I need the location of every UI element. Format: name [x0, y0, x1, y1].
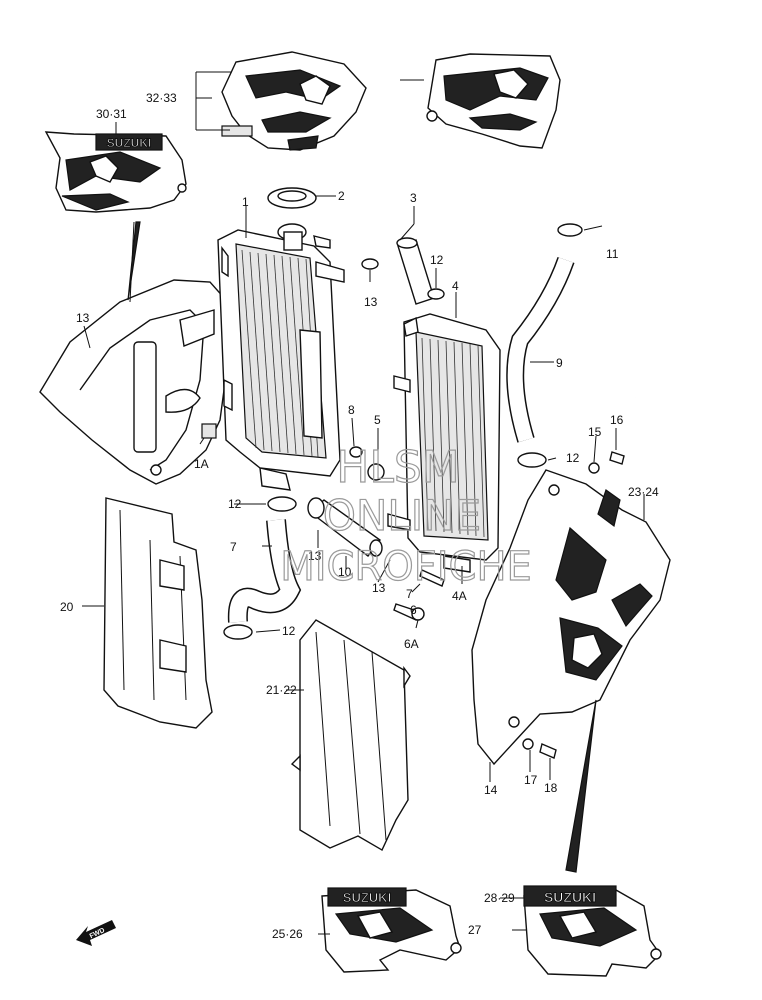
shroud-decal-28-29: SUZUKI — [44, 131, 187, 213]
dash-pointer-decal — [127, 221, 141, 301]
callout-6a: 6A — [404, 637, 419, 651]
callout-1a: 1A — [194, 457, 209, 471]
radiator-left — [217, 223, 345, 491]
callout-28-29: 30·31 — [96, 107, 127, 121]
radiator-cap — [267, 187, 317, 209]
callout-3: 3 — [410, 191, 417, 205]
callout-6: 6 — [410, 603, 417, 617]
dash-pointer-lower — [565, 699, 597, 873]
callout-labels: 32·33 30·31 1 2 3 11 12 13 4 9 13 1A 8 5… — [60, 91, 659, 941]
callout-12-low: 12 — [282, 624, 296, 638]
callout-27: 28·29 — [484, 891, 515, 905]
forward-arrow-icon: FWD — [76, 920, 116, 946]
callout-20-right: 21·22 — [266, 683, 297, 697]
hose-10 — [227, 519, 302, 623]
callout-20-left: 20 — [60, 600, 74, 614]
callout-2: 2 — [338, 189, 345, 203]
bolts-small — [393, 451, 625, 759]
callout-12-right: 12 — [566, 451, 580, 465]
shroud-decal-32-33 — [426, 53, 561, 149]
callout-12-left: 12 — [228, 497, 242, 511]
callout-12-top: 11 — [606, 247, 619, 261]
callout-15: 14 — [484, 783, 498, 797]
leader-lines — [82, 71, 645, 935]
callout-25-26: 27 — [468, 923, 482, 937]
hose-9 — [506, 256, 575, 443]
callout-14: 13 — [76, 311, 90, 325]
callout-13-low: 13 — [372, 581, 386, 595]
callout-4: 4 — [452, 279, 459, 293]
hose-clamps — [223, 223, 583, 640]
callout-4a: 4A — [452, 589, 467, 603]
callout-19: 18 — [544, 781, 558, 795]
suzuki-right-logo: SUZUKI — [544, 889, 596, 905]
callout-10: 7 — [230, 540, 237, 554]
callout-21-22: 23·24 — [628, 485, 659, 499]
watermark-line-1: HLSM — [336, 442, 460, 493]
callout-8: 8 — [348, 403, 355, 417]
callout-16: 15 — [588, 425, 602, 439]
shroud-decal-30-31 — [221, 51, 367, 151]
watermark-line-3: MICROFICHE — [280, 544, 532, 590]
suzuki-left-logo: SUZUKI — [343, 890, 391, 905]
callout-18: 17 — [524, 773, 538, 787]
callout-17: 16 — [610, 413, 624, 427]
shroud-decal-25-26: SUZUKI — [523, 885, 662, 977]
callout-13-mid: 13 — [308, 549, 322, 563]
radiator-right-core-fins — [421, 337, 485, 538]
shroud-decal-23-24: SUZUKI — [321, 887, 462, 973]
callout-11: 10 — [338, 565, 352, 579]
suzuki-small-logo: SUZUKI — [107, 136, 152, 150]
callout-23-24: 25·26 — [272, 927, 303, 941]
callout-1: 1 — [242, 195, 249, 209]
watermark: HLSM ONLINE MICROFICHE — [280, 441, 533, 590]
hose-11-lower — [307, 497, 381, 557]
radiator-shroud-left — [39, 221, 229, 485]
callout-5: 5 — [374, 413, 381, 427]
radiator-shroud-right — [471, 469, 671, 766]
bracket-1a — [201, 423, 217, 439]
callout-13-top: 12 — [430, 253, 444, 267]
callout-7: 7 — [406, 587, 413, 601]
callout-13-left: 13 — [364, 295, 378, 309]
radiator-guard-left — [103, 497, 213, 729]
radiator-guard-right — [290, 619, 411, 851]
watermark-line-2: ONLINE — [323, 491, 481, 540]
callout-9: 9 — [556, 356, 563, 370]
fwd-label: FWD — [89, 927, 106, 940]
callout-30-31: 32·33 — [146, 91, 177, 105]
radiator-right — [387, 313, 501, 573]
